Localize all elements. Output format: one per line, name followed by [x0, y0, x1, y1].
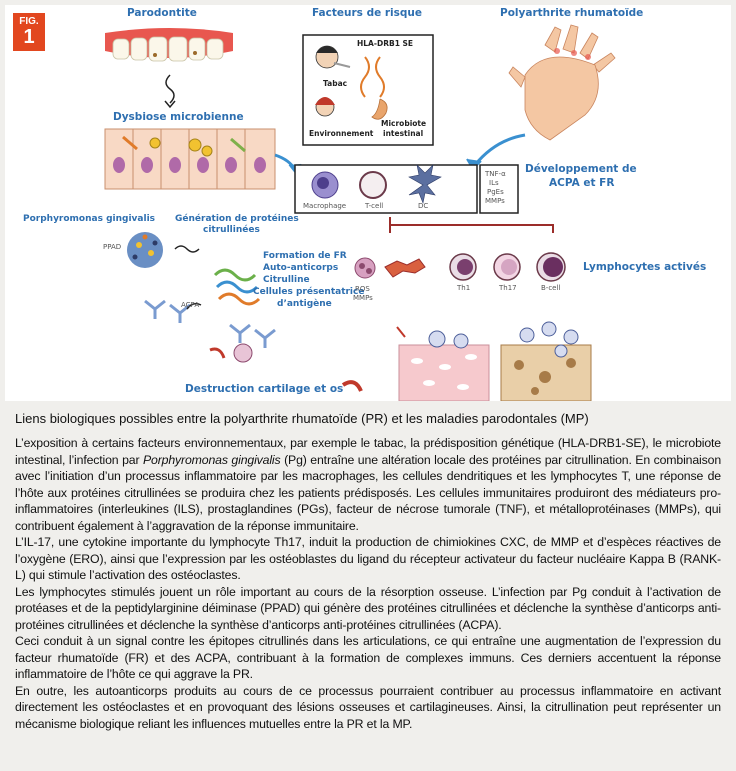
risk-factors-box — [302, 34, 434, 146]
caption-paragraph-5: En outre, les autoanticorps produits au … — [15, 683, 721, 731]
caption-paragraph-2: L’IL-17, une cytokine importante du lymp… — [15, 535, 721, 582]
label-generation-2: citrullinées — [203, 225, 260, 235]
label-developpement-2: ACPA et FR — [549, 177, 615, 189]
label-lymphocytes: Lymphocytes activés — [583, 261, 707, 273]
label-formation-3: Citrulline — [263, 275, 310, 285]
immune-cells-box — [294, 164, 519, 214]
label-microbiote-2: intestinal — [383, 129, 424, 138]
figure-caption: Liens biologiques possibles entre la pol… — [15, 410, 721, 732]
figure-illustration: FIG. 1 Parodontite Facteurs de risque Po… — [5, 5, 731, 401]
label-polyarthrite: Polyarthrite rhumatoïde — [500, 7, 644, 19]
label-cytokine-2: ILs — [489, 179, 499, 187]
hand-illustration — [508, 24, 616, 141]
antibodies — [144, 299, 276, 348]
caption-paragraph-4: Ceci conduit à un signal contre les épit… — [15, 634, 721, 681]
caption-paragraph-1: L’exposition à certains facteurs environ… — [15, 435, 721, 534]
caption-paragraph-3: Les lymphocytes stimulés jouent un rôle … — [15, 584, 721, 632]
label-bcell: B-cell — [541, 284, 561, 292]
label-macrophage: Macrophage — [303, 202, 347, 210]
figure-number-badge: FIG. 1 — [13, 13, 45, 51]
label-environnement: Environnement — [309, 129, 374, 138]
caption-p1-end: (Pg) entraîne une altération locale des … — [15, 452, 722, 533]
label-developpement-1: Développement de — [525, 163, 637, 175]
label-formation-4: Cellules présentatrice — [253, 287, 365, 297]
label-formation-2: Auto-anticorps — [263, 263, 339, 273]
figure-badge-prefix: FIG. — [19, 16, 39, 27]
label-dysbiose: Dysbiose microbienne — [113, 111, 244, 123]
label-th17: Th17 — [499, 284, 517, 292]
caption-p1-species: Porphyromonas gingivalis — [142, 452, 281, 467]
label-parodontite: Parodontite — [127, 7, 197, 19]
label-formation-1: Formation de FR — [263, 251, 347, 261]
label-tcell: T-cell — [365, 202, 384, 210]
label-cytokine-4: MMPs — [485, 197, 505, 205]
caption-p1-start: L’exposition à certains facteurs environ… — [15, 436, 721, 467]
gut-cells-illustration — [104, 128, 276, 190]
label-microbiote-1: Microbiote — [381, 119, 427, 128]
label-th1: Th1 — [457, 284, 471, 292]
label-ppad: PPAD — [103, 243, 122, 251]
label-generation-1: Génération de protéines — [175, 214, 299, 224]
label-destruction: Destruction cartilage et os — [185, 383, 344, 395]
figure-badge-number: 1 — [23, 26, 35, 48]
label-facteurs-risque: Facteurs de risque — [312, 7, 422, 19]
label-ros: ROS — [355, 285, 370, 293]
lymphocytes-row — [354, 252, 566, 282]
caption-title: Liens biologiques possibles entre la pol… — [15, 411, 589, 426]
tissue-blocks — [396, 321, 592, 401]
label-porphyromonas: Porphyromonas gingivalis — [23, 214, 156, 224]
protein-ribbon — [213, 268, 261, 306]
label-cytokine-3: PgEs — [487, 188, 504, 196]
label-tabac: Tabac — [323, 79, 348, 88]
pg-bacteria-illustration — [127, 232, 163, 268]
label-formation-5: d’antigène — [277, 299, 332, 309]
label-dc: DC — [418, 202, 429, 210]
label-cytokine-1: TNF-α — [485, 170, 506, 178]
label-hla: HLA-DRB1 SE — [357, 39, 414, 48]
label-mmps: MMPs — [353, 294, 373, 302]
figure-graphics — [104, 24, 616, 401]
teeth-illustration — [105, 28, 233, 62]
label-acpa: ACPA — [181, 301, 200, 309]
